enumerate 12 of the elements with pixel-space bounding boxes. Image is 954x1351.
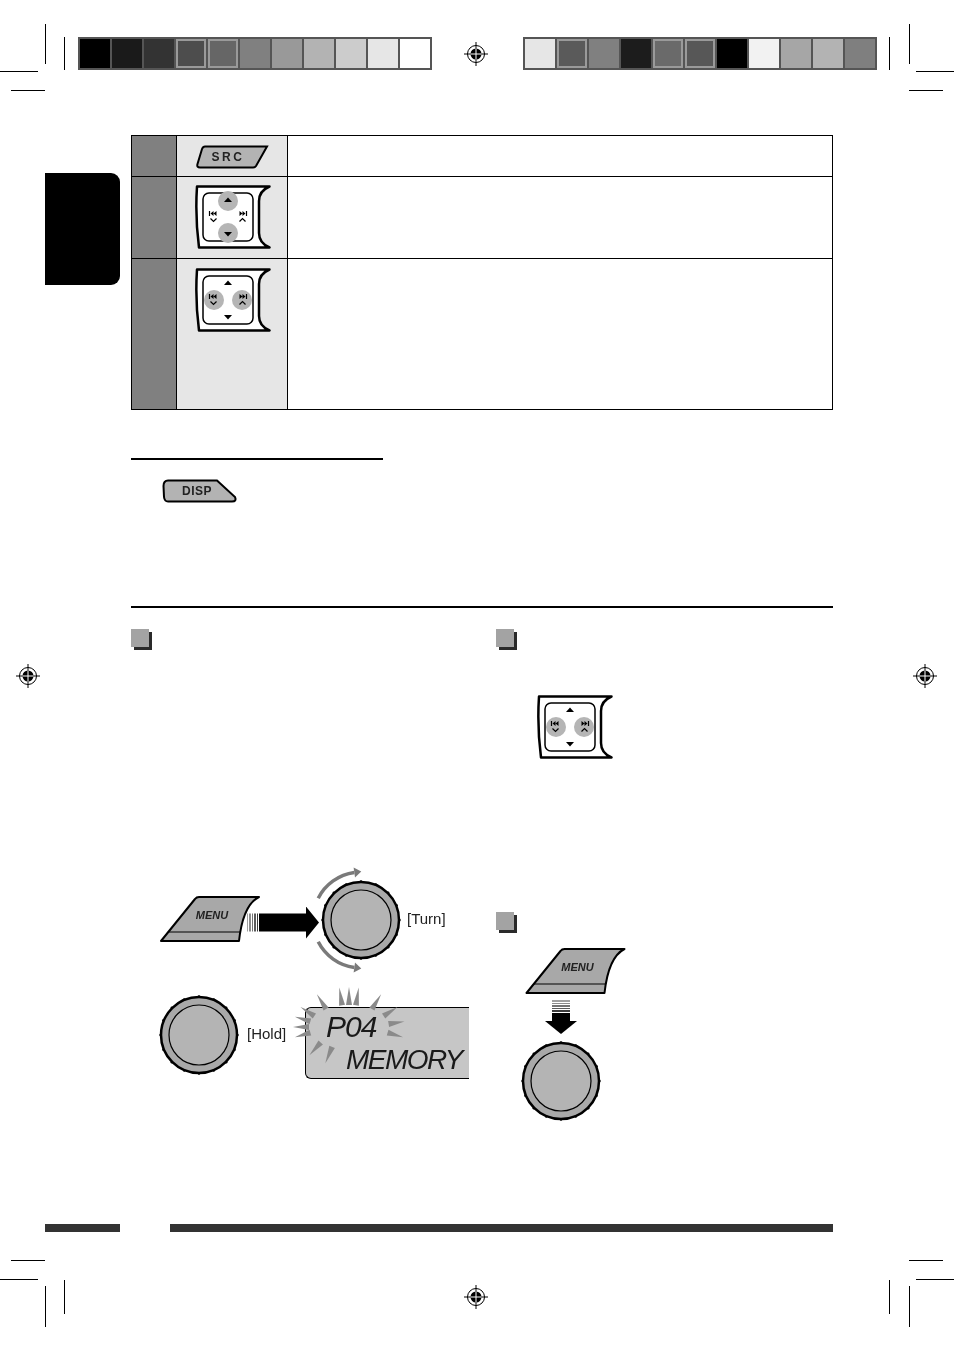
lcd-display [305,1007,469,1079]
menu-key-button: MENU [159,895,261,943]
control-knob [321,880,401,960]
menu-key-button: MENU [524,947,627,995]
control-knob [159,995,239,1075]
src-key-button: SRC [195,145,269,169]
side-tab [45,173,120,285]
knob-action-label: [Hold] [247,1025,287,1043]
knob-action-label: [Turn] [407,910,446,928]
control-knob [521,1041,601,1121]
display-text: P04 [326,1012,377,1042]
disp-key-button: DISP [162,479,238,503]
